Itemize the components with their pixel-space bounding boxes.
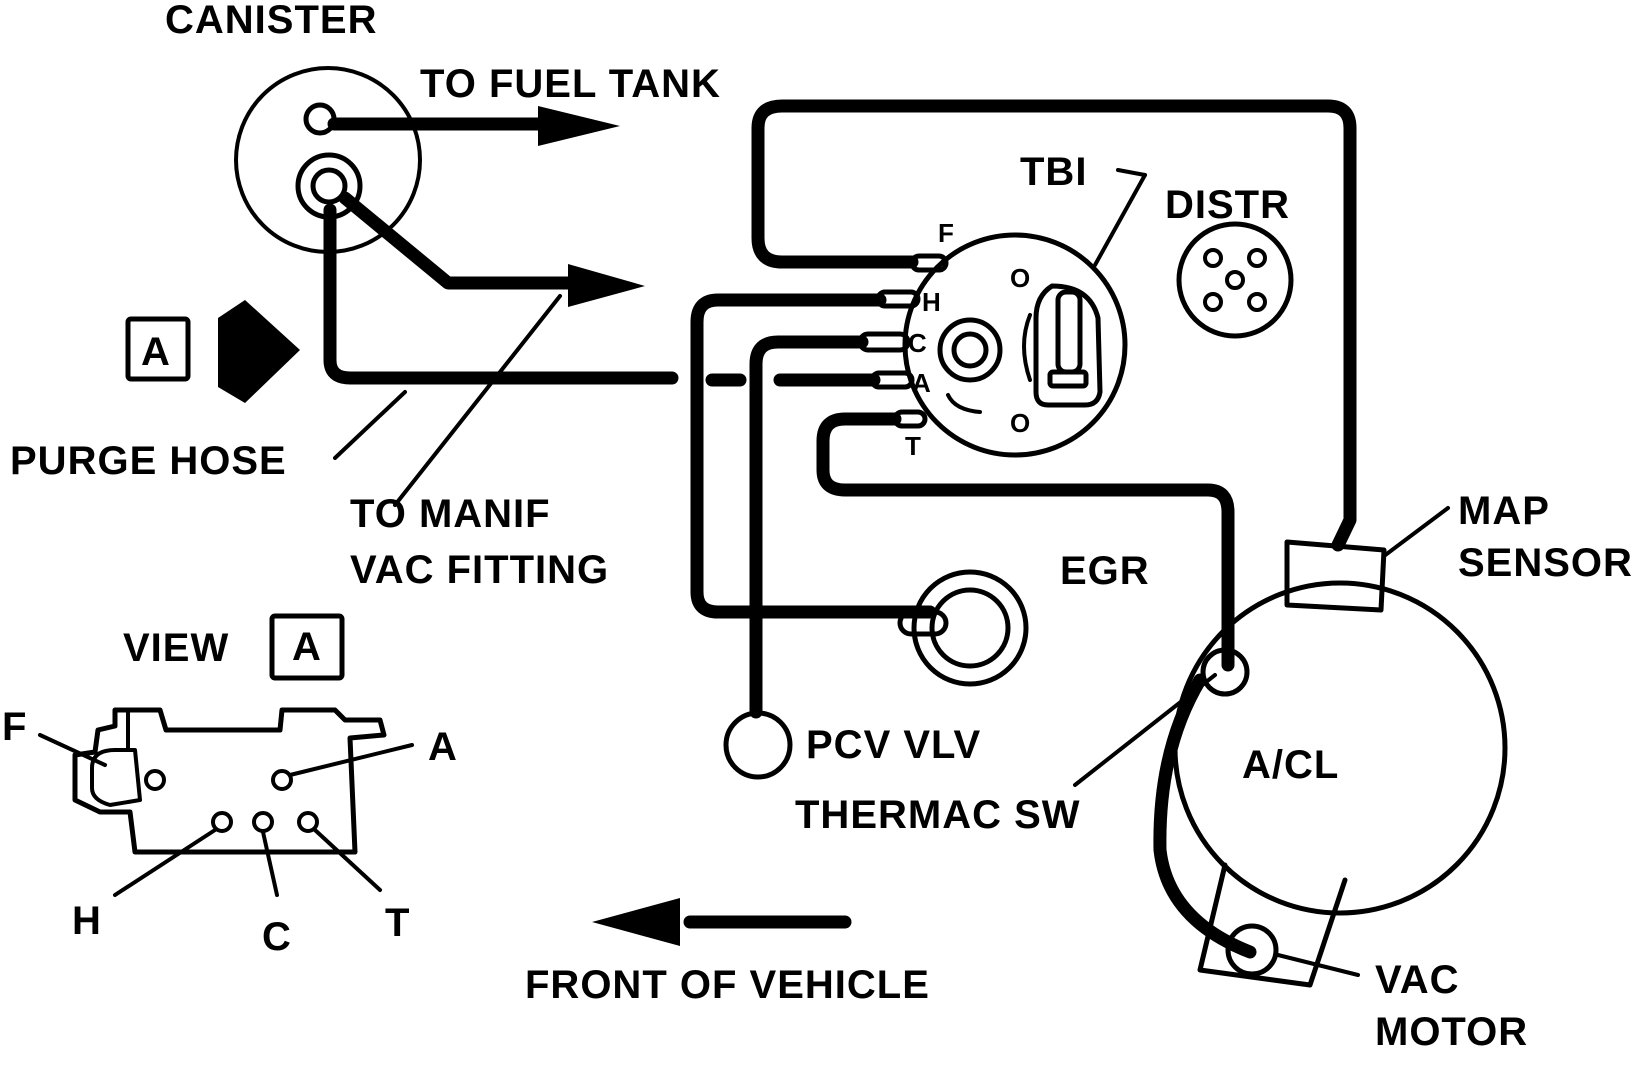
- tbi-port-t: T: [905, 431, 921, 461]
- purge-hose-label: PURGE HOSE: [10, 439, 287, 483]
- vac-motor-label-line2: MOTOR: [1375, 1010, 1528, 1054]
- view-port-h: H: [72, 899, 102, 943]
- view-port-c: C: [262, 915, 292, 959]
- c-port-to-pcv-hose: [749, 335, 869, 719]
- h-port-to-egr-hose: [690, 293, 937, 619]
- tbi-leader-tick: [1116, 168, 1147, 177]
- view-port-f: F: [2, 705, 27, 749]
- f-port-to-map-hose: [751, 99, 1357, 552]
- purge-hose-leader: [333, 390, 407, 460]
- pcv-valve: [723, 710, 793, 780]
- view-a-marker-letter: A: [141, 330, 171, 374]
- t-port-to-thermac-hose: [816, 412, 1235, 672]
- view-box-letter: A: [292, 625, 322, 669]
- acl-label: A/CL: [1242, 743, 1339, 787]
- view-a-detail: [38, 707, 414, 897]
- purge-hose: [323, 203, 679, 385]
- view-port-t: T: [385, 901, 410, 945]
- tbi-unit: [857, 232, 1128, 458]
- egr-valve: [897, 569, 1029, 687]
- air-cleaner: [1172, 539, 1508, 988]
- thermac-sw-label: THERMAC SW: [795, 793, 1081, 837]
- pcv-vlv-label: PCV VLV: [806, 723, 981, 767]
- view-box: [269, 613, 345, 681]
- tbi-port-f: F: [938, 218, 954, 248]
- distr-label: DISTR: [1165, 183, 1290, 227]
- map-sensor-leader: [1382, 506, 1450, 558]
- to-manif-label-line2: VAC FITTING: [350, 548, 609, 592]
- map-label-line1: MAP: [1458, 489, 1550, 533]
- fuel-tank-arrowhead: [538, 106, 620, 146]
- tbi-mark-o-bottom: O: [1010, 408, 1030, 438]
- tbi-port-c: C: [908, 328, 927, 358]
- to-fuel-tank-label: TO FUEL TANK: [420, 62, 721, 106]
- canister-label: CANISTER: [165, 0, 377, 42]
- map-label-line2: SENSOR: [1458, 541, 1633, 585]
- tbi-label: TBI: [1020, 150, 1087, 194]
- vac-motor-leader: [1276, 953, 1360, 977]
- view-a-marker: [125, 300, 300, 403]
- front-of-vehicle-label: FRONT OF VEHICLE: [525, 963, 930, 1007]
- to-manif-label-line1: TO MANIF: [350, 492, 551, 536]
- tbi-port-h: H: [922, 287, 941, 317]
- view-label: VIEW: [123, 626, 229, 670]
- distributor: [1176, 221, 1294, 339]
- front-arrow: [592, 898, 852, 946]
- tbi-port-a: A: [912, 368, 931, 398]
- view-port-a: A: [428, 725, 458, 769]
- tbi-mark-o-top: O: [1010, 263, 1030, 293]
- vac-motor-label-line1: VAC: [1375, 958, 1459, 1002]
- thermac-to-vac-motor-hose: [1153, 673, 1257, 959]
- fuel-tank-line: [327, 106, 620, 146]
- to-manif-leader: [393, 294, 562, 507]
- egr-label: EGR: [1060, 549, 1150, 593]
- thermac-sw-leader: [1073, 673, 1217, 787]
- tbi-leader: [1093, 173, 1147, 267]
- manifold-vac-line: [338, 191, 645, 307]
- manifold-arrowhead: [568, 264, 645, 307]
